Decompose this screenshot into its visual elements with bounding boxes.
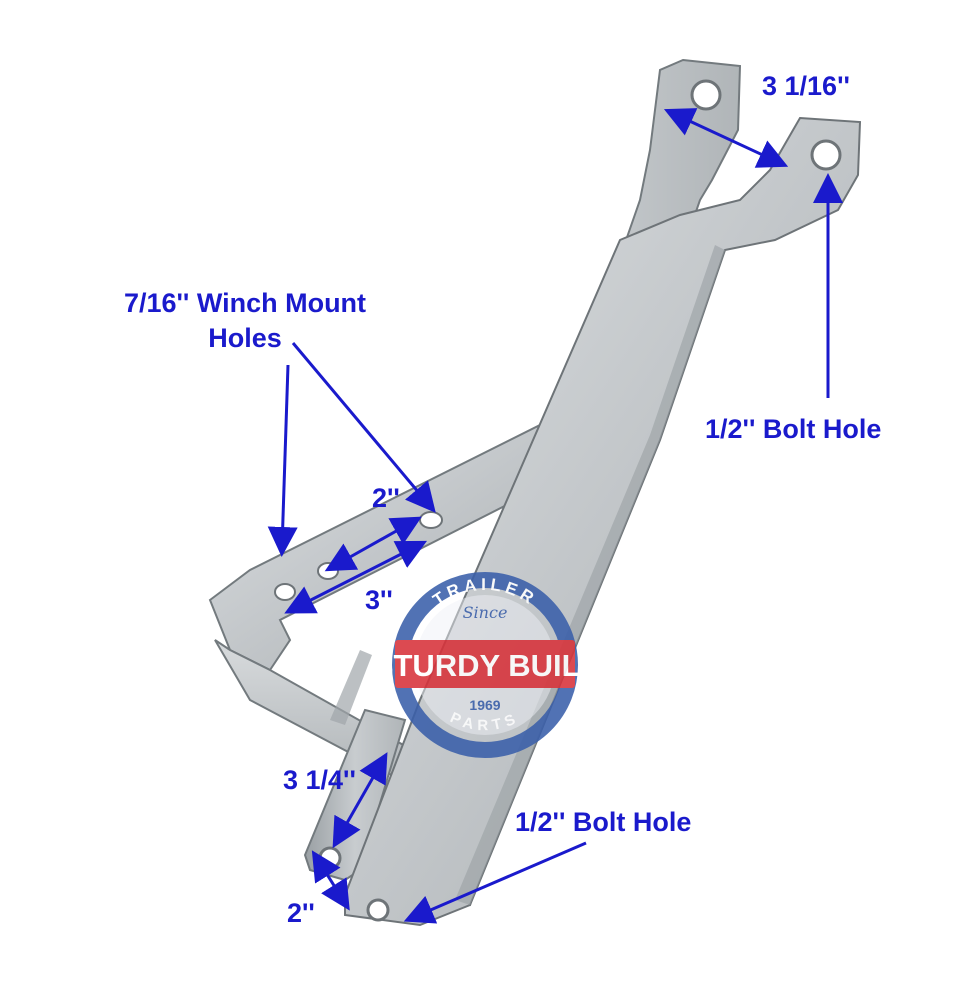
- top-bolt-hole-label: 1/2'' Bolt Hole: [705, 414, 882, 444]
- winch-mount-label-line1: 7/16'' Winch Mount: [123, 288, 367, 318]
- sturdy-built-logo: STURDY BUILT Since 1969 TRAILER PARTS: [373, 572, 598, 758]
- bottom-spacing-arrow: [311, 850, 350, 911]
- logo-script-text: Since: [463, 603, 508, 622]
- bottom-bolt-hole-label: 1/2'' Bolt Hole: [515, 807, 692, 837]
- logo-year-text: 1969: [469, 697, 500, 713]
- lower-length-arrow: [332, 752, 388, 849]
- winch-hole-2: [317, 562, 339, 580]
- front-bottom-bolt-hole: [366, 898, 390, 922]
- bottom-bolt-hole-arrow: [403, 841, 587, 924]
- two-inch-spacing-label: 2'': [372, 483, 400, 513]
- back-top-bolt-hole: [690, 79, 722, 111]
- lower-leg-hole: [318, 846, 342, 870]
- winch-hole-arrow-left: [267, 364, 298, 557]
- lower-length-label: 3 1/4'': [283, 765, 356, 795]
- winch-hole-3: [419, 511, 443, 529]
- dimension-arrows: [267, 108, 843, 924]
- logo-main-text: STURDY BUILT: [373, 648, 598, 683]
- three-inch-spacing-label: 3'': [365, 585, 393, 615]
- three-inch-spacing-arrow: [284, 540, 428, 614]
- winch-hole-1: [274, 583, 296, 601]
- top-spacing-arrow: [663, 108, 789, 168]
- winch-mount-label-line2: Holes: [208, 323, 282, 353]
- front-top-bolt-hole: [810, 139, 842, 171]
- top-spacing-label: 3 1/16'': [762, 71, 850, 101]
- bottom-spacing-label: 2'': [287, 898, 315, 928]
- winch-hole-arrow-right: [291, 342, 436, 513]
